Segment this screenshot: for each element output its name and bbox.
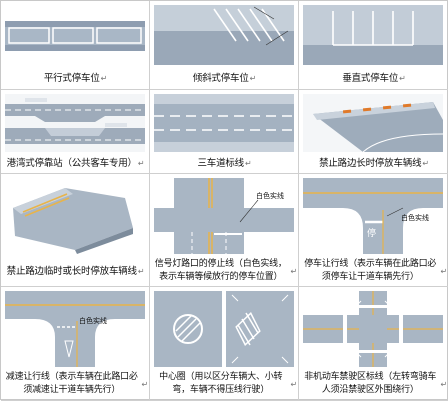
caption-stop-yield-line: 停车让行线（表示车辆在此路口必须停车让干道车辆先行）↵: [304, 259, 447, 282]
cell-stop-yield-line: 停 白色实线 停车让行线（表示车辆在此路口必须停车让干道车辆先行）↵: [299, 174, 448, 287]
illustration-no-long-parking: [303, 94, 443, 152]
illustration-bus-bay: [5, 94, 145, 152]
label-white-dashed-line: 白色实线: [79, 316, 107, 325]
illustration-slow-yield-line: 白色实线: [5, 291, 145, 367]
illustration-three-lane-line: [154, 94, 294, 152]
illustration-stop-yield-line: 停 白色实线: [303, 178, 443, 254]
cell-slow-yield-line: 白色实线 减速让行线（表示车辆在此路口必须减速让干道车辆先行）↵: [1, 287, 150, 401]
caption-no-temp-parking: 禁止路边临时或长时停放车辆线↵: [6, 266, 145, 277]
cell-parallel-parking: 平行式停车位↵: [1, 1, 150, 90]
caption-bus-bay: 港湾式停靠站（公共客车专用）↵: [6, 157, 145, 169]
caption-parallel-parking: 平行式停车位↵: [43, 73, 108, 84]
illustration-diagonal-parking: [154, 5, 294, 67]
label-white-solid-line-right: 白色实线: [401, 213, 429, 222]
illustration-parallel-parking: [5, 5, 145, 67]
caption-vertical-parking: 垂直式停车位↵: [342, 73, 406, 84]
cell-signal-stop-line: 白色实线 信号灯路口的停止线（白色实线，表示车辆等候放行的停车位置）↵: [150, 174, 299, 287]
cell-non-motor-boundary: 非机动车禁驶区标线（左转弯骑车人须沿禁驶区外围绕行）↵: [299, 287, 448, 401]
caption-three-lane-line: 三车道标线↵: [197, 157, 252, 169]
cell-center-circle: 中心圈（用以区分车辆大、小转弯，车辆不得压线行驶）↵: [150, 287, 299, 401]
label-white-solid-line: 白色实线: [256, 191, 284, 200]
illustration-vertical-parking: [303, 5, 443, 67]
illustration-center-circle: [154, 291, 294, 367]
caption-non-motor-boundary: 非机动车禁驶区标线（左转弯骑车人须沿禁驶区外围绕行）↵: [304, 372, 447, 395]
caption-no-long-parking: 禁止路边长时停放车辆线↵: [319, 157, 429, 169]
caption-center-circle: 中心圈（用以区分车辆大、小转弯，车辆不得压线行驶）↵: [159, 372, 297, 395]
cell-bus-bay: 港湾式停靠站（公共客车专用）↵: [1, 90, 150, 174]
stop-text-mark: 停: [367, 227, 376, 239]
illustration-non-motor-boundary: [303, 291, 443, 367]
illustration-signal-stop-line: 白色实线: [154, 178, 294, 254]
cell-vertical-parking: 垂直式停车位↵: [299, 1, 448, 90]
caption-diagonal-parking: 倾斜式停车位↵: [192, 73, 257, 84]
cell-no-temp-parking: 禁止路边临时或长时停放车辆线↵: [1, 174, 150, 287]
caption-signal-stop-line: 信号灯路口的停止线（白色实线，表示车辆等候放行的停车位置）↵: [154, 259, 297, 282]
cell-no-long-parking: 禁止路边长时停放车辆线↵: [299, 90, 448, 174]
caption-slow-yield-line: 减速让行线（表示车辆在此路口必须减速让干道车辆先行）↵: [5, 372, 148, 395]
illustration-no-temp-parking: [5, 178, 145, 254]
cell-three-lane-line: 三车道标线↵: [150, 90, 299, 174]
cell-diagonal-parking: 倾斜式停车位↵: [150, 1, 299, 90]
